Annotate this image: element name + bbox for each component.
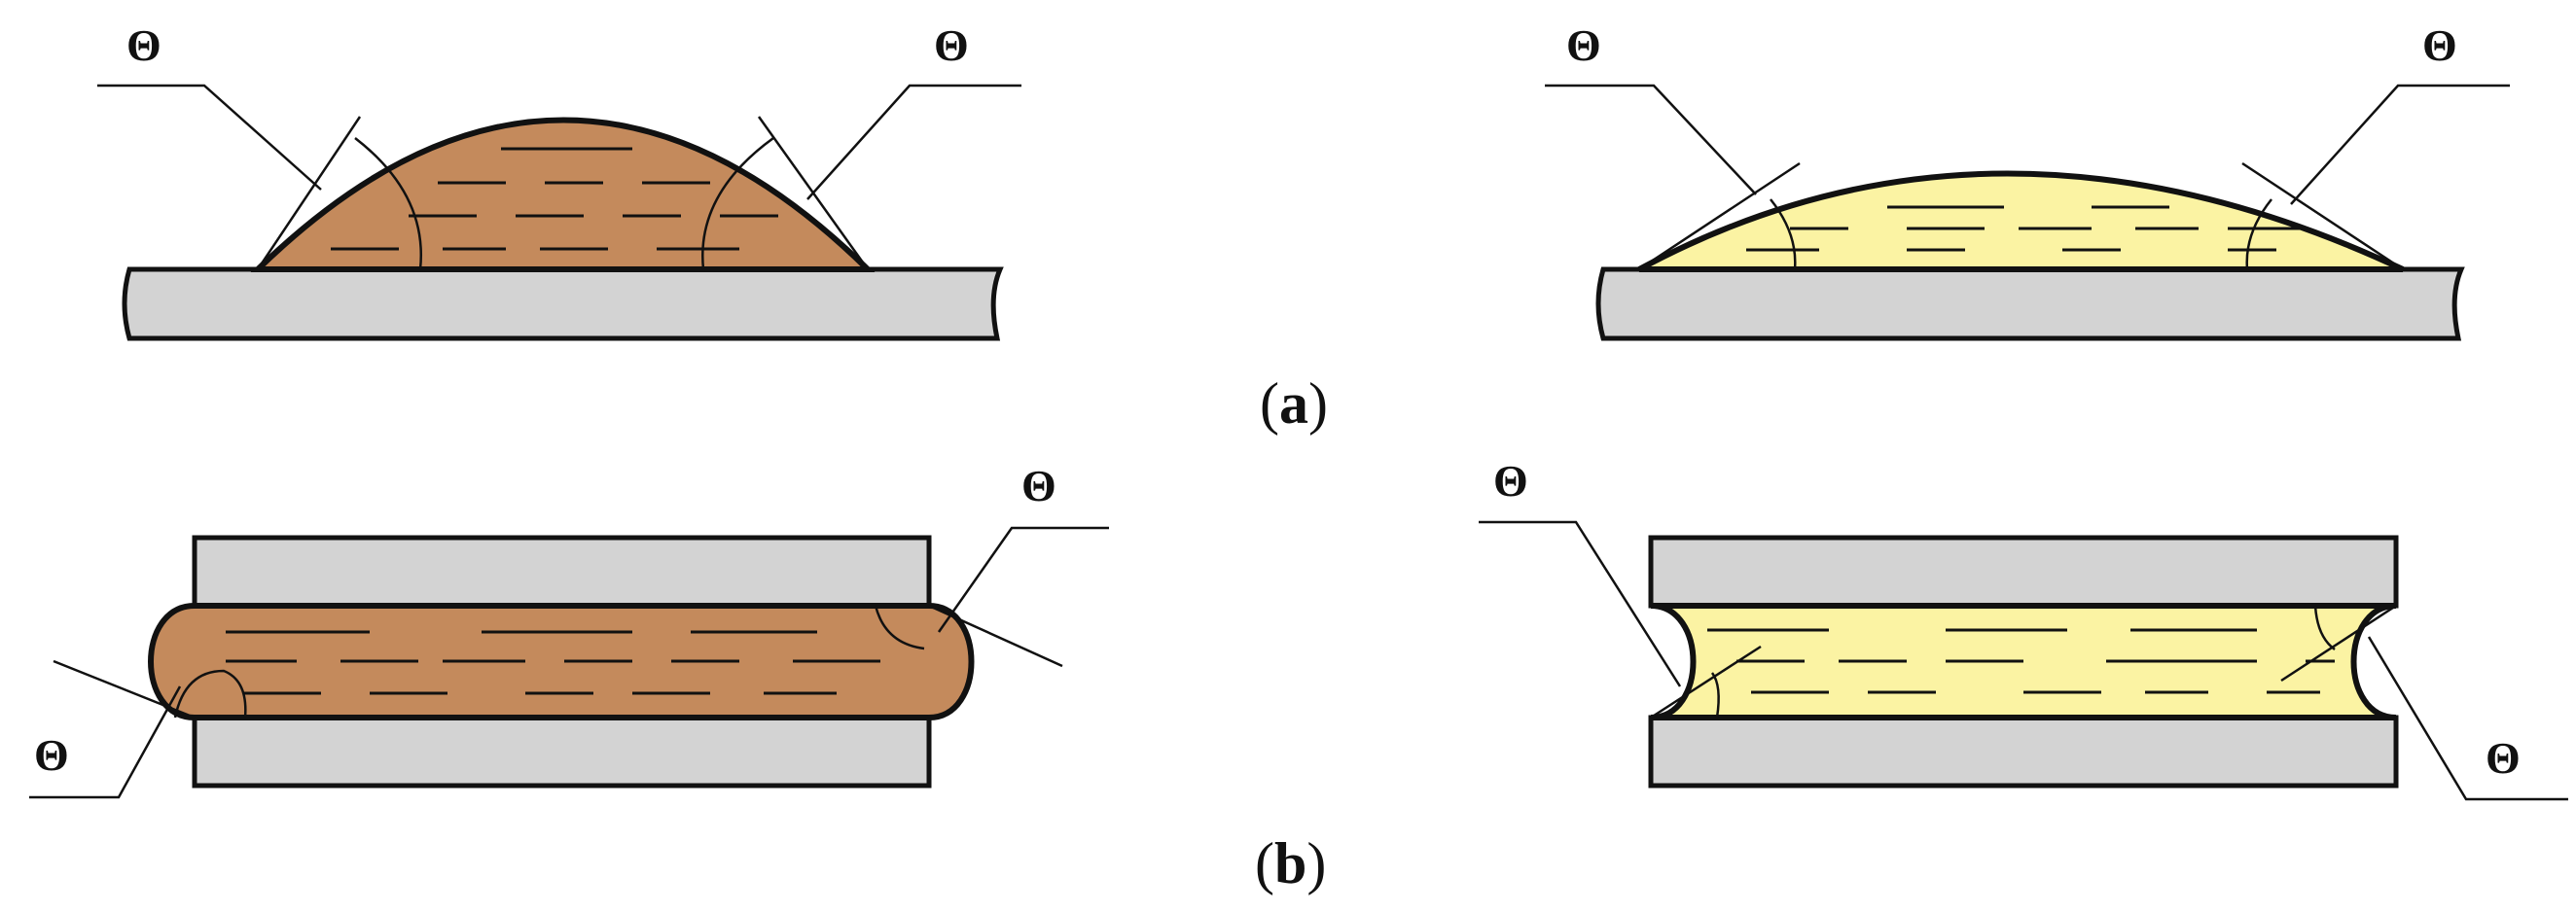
panel-a-close-paren: ) — [1308, 371, 1328, 436]
leader-right-drop-a — [806, 84, 1021, 200]
panel-b-brown-bridge: Θ Θ — [29, 461, 1109, 799]
yellow-bridge-dashes — [1707, 628, 2335, 694]
contact-angle-arc-left-drop-a — [354, 137, 422, 270]
leader-right-drop-b — [2290, 84, 2510, 205]
panel-a-open-paren: ( — [1260, 371, 1279, 436]
theta-label-4: Θ — [2422, 20, 2457, 70]
brown-drop — [250, 117, 876, 272]
bottom-plate-b-right — [1648, 715, 2399, 789]
brown-bridge — [148, 603, 975, 720]
contact-angle-arc-left-bridge-a — [173, 669, 247, 719]
theta-label-6: Θ — [1021, 461, 1056, 510]
yellow-drop — [1637, 170, 2405, 272]
contact-angle-arc-left-drop-b — [1770, 198, 1797, 270]
theta-label-1: Θ — [126, 20, 161, 70]
leader-left-drop-b — [1545, 84, 1757, 195]
theta-label-8: Θ — [2486, 733, 2521, 783]
tangent-right-drop-b — [2241, 161, 2404, 271]
brown-drop-dashes — [331, 147, 778, 251]
panel-b-open-paren: ( — [1255, 831, 1274, 895]
contact-angle-arc-left-bridge-b — [1710, 672, 1720, 719]
contact-angle-arc-right-bridge-a — [874, 605, 925, 650]
tangent-left-drop-a — [256, 116, 362, 270]
tangent-left-drop-b — [1638, 161, 1801, 271]
panel-a-caption: (a) — [1260, 371, 1328, 436]
tangent-right-bridge-b — [2280, 604, 2397, 683]
panel-b-letter: b — [1274, 831, 1306, 895]
theta-label-7: Θ — [1493, 456, 1528, 506]
top-plate-b-left — [192, 535, 932, 609]
panel-a-brown-drop: Θ Θ — [97, 20, 1021, 341]
leader-left-bridge-b — [1479, 520, 1682, 687]
yellow-drop-dashes — [1746, 205, 2301, 252]
brown-bridge-dashes — [226, 630, 880, 695]
leader-left-drop-a — [97, 84, 322, 191]
leader-left-bridge-a — [29, 685, 182, 799]
panel-b-caption: (b) — [1255, 831, 1326, 895]
contact-angle-arc-right-drop-b — [2245, 198, 2272, 270]
contact-angle-arc-right-drop-a — [701, 136, 774, 270]
substrate-a-right — [1595, 266, 2465, 341]
substrate-a-left — [122, 266, 1004, 341]
top-plate-b-right — [1648, 535, 2399, 609]
panel-b-close-paren: ) — [1306, 831, 1326, 895]
tangent-left-bridge-a — [53, 659, 196, 719]
theta-label-5: Θ — [34, 730, 69, 780]
tangent-left-bridge-b — [1650, 645, 1762, 719]
bottom-plate-b-left — [192, 715, 932, 789]
panel-a-letter: a — [1279, 371, 1308, 436]
theta-label-2: Θ — [934, 20, 969, 70]
leader-right-bridge-a — [937, 526, 1109, 633]
panel-b-yellow-bridge: Θ Θ — [1479, 456, 2568, 801]
leader-right-bridge-b — [2367, 636, 2568, 801]
theta-label-3: Θ — [1566, 20, 1601, 70]
panel-a-yellow-drop: Θ Θ — [1545, 20, 2510, 341]
